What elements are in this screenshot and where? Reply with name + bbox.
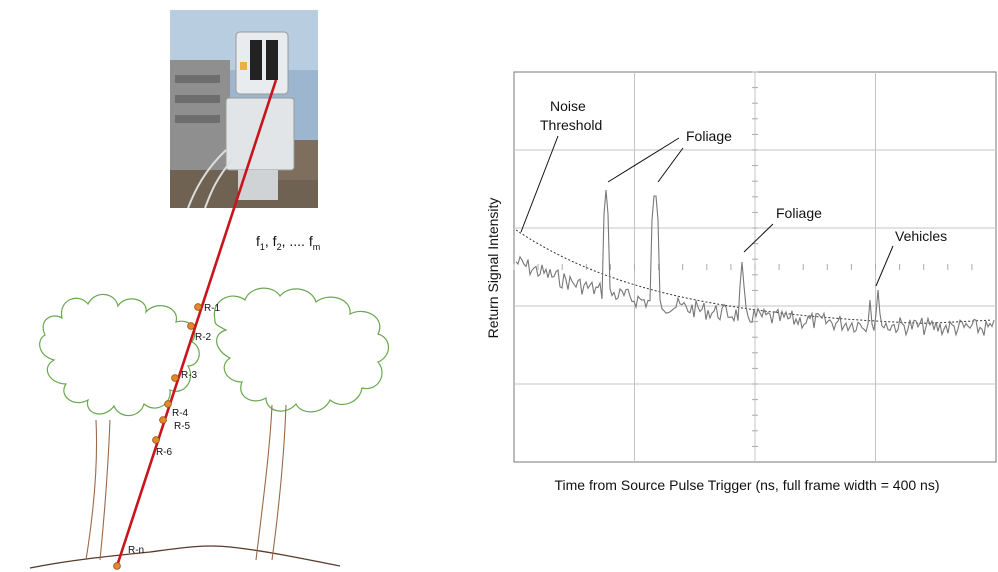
pointer-foliage-2 xyxy=(743,223,774,253)
pointer-noise-threshold xyxy=(520,135,559,233)
range-marker-r4 xyxy=(164,400,172,408)
range-markers xyxy=(113,303,202,570)
range-label-r1: R-1 xyxy=(204,303,221,314)
pointer-vehicles xyxy=(875,245,894,287)
range-label-r5: R-5 xyxy=(174,421,191,432)
right-tree-trunk xyxy=(255,404,287,561)
range-label-r2: R-2 xyxy=(195,332,212,343)
left-tree-trunk xyxy=(85,419,111,561)
x-axis-label: Time from Source Pulse Trigger (ns, full… xyxy=(554,477,939,493)
range-label-r4: R-4 xyxy=(172,408,189,419)
range-marker-r5 xyxy=(159,416,167,424)
return-signal-trace xyxy=(515,189,995,337)
frequency-label: f1, f2, .... fm xyxy=(256,233,320,252)
range-marker-r3 xyxy=(171,374,179,382)
range-labels: R-1 R-2 R-3 R-4 R-5 R-6 R-n xyxy=(128,303,221,556)
annotations: Noise Threshold Foliage Foliage Vehicles xyxy=(520,98,947,287)
range-label-rn: R-n xyxy=(128,545,144,556)
ground-line xyxy=(29,545,341,569)
annotation-threshold: Threshold xyxy=(540,117,602,133)
svg-text:f1, f2, .... fm: f1, f2, .... fm xyxy=(256,233,320,252)
right-tree xyxy=(213,287,390,561)
y-axis-label: Return Signal Intensity xyxy=(485,198,501,339)
annotation-foliage-1: Foliage xyxy=(686,128,732,144)
annotation-foliage-2: Foliage xyxy=(776,205,822,221)
range-label-r6: R-6 xyxy=(156,447,173,458)
scope-grid xyxy=(513,71,996,462)
right-tree-canopy xyxy=(213,287,390,413)
noise-threshold-curve xyxy=(515,229,991,324)
annotation-vehicles: Vehicles xyxy=(895,228,947,244)
range-label-r3: R-3 xyxy=(181,370,198,381)
pointer-foliage-1b xyxy=(657,147,684,183)
pointer-foliage-1a xyxy=(607,137,680,183)
scope-panel xyxy=(513,71,997,463)
left-tree xyxy=(39,293,200,561)
range-marker-r1 xyxy=(194,303,202,311)
laser-beam xyxy=(115,79,278,567)
range-marker-r6 xyxy=(152,436,160,444)
annotation-noise: Noise xyxy=(550,98,586,114)
range-marker-r2 xyxy=(187,322,195,330)
range-marker-rn xyxy=(113,562,121,570)
left-tree-canopy xyxy=(39,293,200,417)
